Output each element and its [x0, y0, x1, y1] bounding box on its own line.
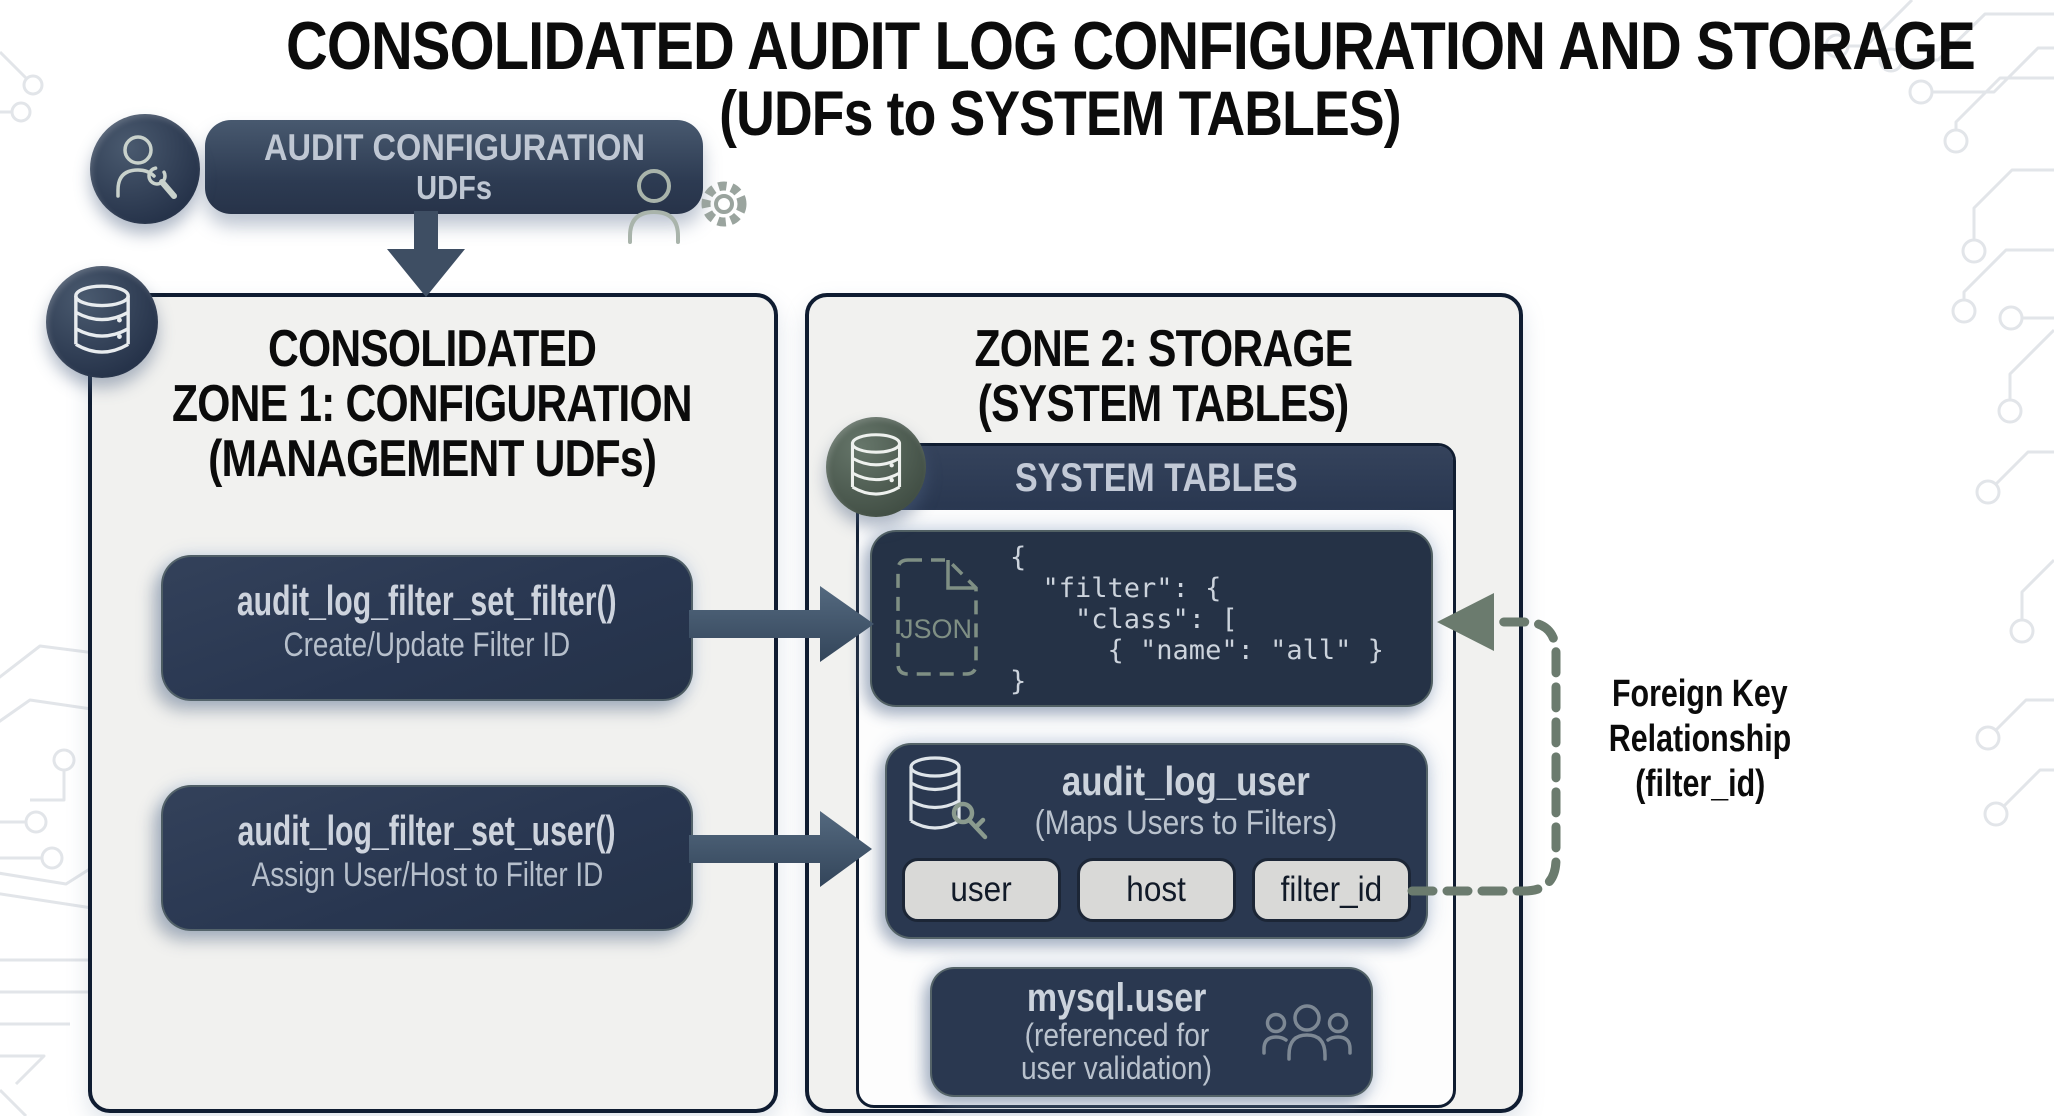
user-gear-icon: [628, 169, 747, 244]
system-tables-database-badge: [826, 417, 926, 517]
mysql-user-name: mysql.user: [1026, 976, 1207, 1020]
audit-log-user-desc: (Maps Users to Filters): [1034, 804, 1337, 842]
udf-set-user-name: audit_log_filter_set_user(): [237, 807, 617, 854]
udf-set-filter-desc: Create/Update Filter ID: [283, 626, 571, 664]
zone1-database-badge: [46, 266, 158, 378]
column-user: user: [902, 858, 1061, 922]
json-icon-label: JSON: [900, 614, 972, 644]
zone2-header: ZONE 2: STORAGE (SYSTEM TABLES): [829, 322, 1497, 432]
json-code-line: }: [1010, 666, 1027, 697]
system-tables-header: SYSTEM TABLES: [859, 446, 1453, 510]
users-group-icon: [1262, 1004, 1352, 1061]
foreign-key-line1: Foreign Key: [1612, 673, 1788, 715]
mysql-user-box: mysql.user (referenced for user validati…: [930, 967, 1373, 1097]
column-user-label: user: [950, 870, 1013, 909]
audit-log-user-name: audit_log_user: [1061, 758, 1310, 804]
foreign-key-line3: (filter_id): [1634, 763, 1766, 805]
user-wrench-icon: [116, 135, 177, 199]
column-host-label: host: [1126, 870, 1187, 909]
audit-configuration-banner: AUDIT CONFIGURATION UDFs: [205, 120, 703, 214]
database-icon: [850, 433, 902, 496]
column-filter-id: filter_id: [1252, 858, 1411, 922]
page-title: CONSOLIDATED AUDIT LOG CONFIGURATION AND…: [137, 10, 1983, 146]
zone2-header-line2: (SYSTEM TABLES): [977, 375, 1349, 433]
mysql-user-desc-line1: (referenced for: [1024, 1017, 1209, 1053]
json-code-line: {: [1010, 542, 1027, 573]
udf-set-user-box: audit_log_filter_set_user() Assign User/…: [161, 785, 693, 931]
banner-line-2: UDFs: [416, 169, 492, 206]
title-line-1: CONSOLIDATED AUDIT LOG CONFIGURATION AND…: [286, 8, 1976, 84]
zone1-header-line1: CONSOLIDATED: [267, 320, 597, 378]
udf-set-filter-box: audit_log_filter_set_filter() Create/Upd…: [161, 555, 693, 701]
json-code-line: "class": [: [1010, 604, 1238, 635]
system-tables-label: SYSTEM TABLES: [1014, 455, 1298, 500]
zone1-configuration: CONSOLIDATED ZONE 1: CONFIGURATION (MANA…: [88, 293, 778, 1113]
mysql-user-desc-line2: user validation): [1021, 1050, 1212, 1086]
banner-line-1: AUDIT CONFIGURATION: [263, 127, 645, 168]
down-arrow: [387, 211, 465, 297]
column-filter-id-label: filter_id: [1280, 870, 1383, 909]
database-icon: [74, 284, 130, 354]
column-host: host: [1077, 858, 1236, 922]
audit-log-user-columns: user host filter_id: [902, 858, 1411, 922]
zone1-header: CONSOLIDATED ZONE 1: CONFIGURATION (MANA…: [112, 322, 752, 487]
foreign-key-label: Foreign Key Relationship (filter_id): [1555, 672, 1845, 807]
zone1-header-line3: (MANAGEMENT UDFs): [208, 430, 657, 488]
zone2-header-line1: ZONE 2: STORAGE: [974, 320, 1353, 378]
json-code-line: { "name": "all" }: [1010, 635, 1384, 666]
foreign-key-line2: Relationship: [1608, 718, 1792, 760]
database-key-icon: [909, 756, 988, 840]
json-file-icon: JSON: [896, 558, 978, 676]
json-code: { "filter": { "class": [ { "name": "all"…: [1010, 542, 1384, 697]
zone1-header-line2: ZONE 1: CONFIGURATION: [172, 375, 693, 433]
udf-set-user-desc: Assign User/Host to Filter ID: [251, 856, 603, 894]
json-filter-box: JSON { "filter": { "class": [ { "name": …: [870, 530, 1433, 707]
audit-log-user-box: audit_log_user (Maps Users to Filters) u…: [885, 743, 1428, 939]
title-line-2: (UDFs to SYSTEM TABLES): [719, 79, 1401, 149]
json-code-line: "filter": {: [1010, 573, 1222, 604]
udf-set-filter-name: audit_log_filter_set_filter(): [237, 577, 617, 624]
admin-badge: [90, 114, 200, 224]
